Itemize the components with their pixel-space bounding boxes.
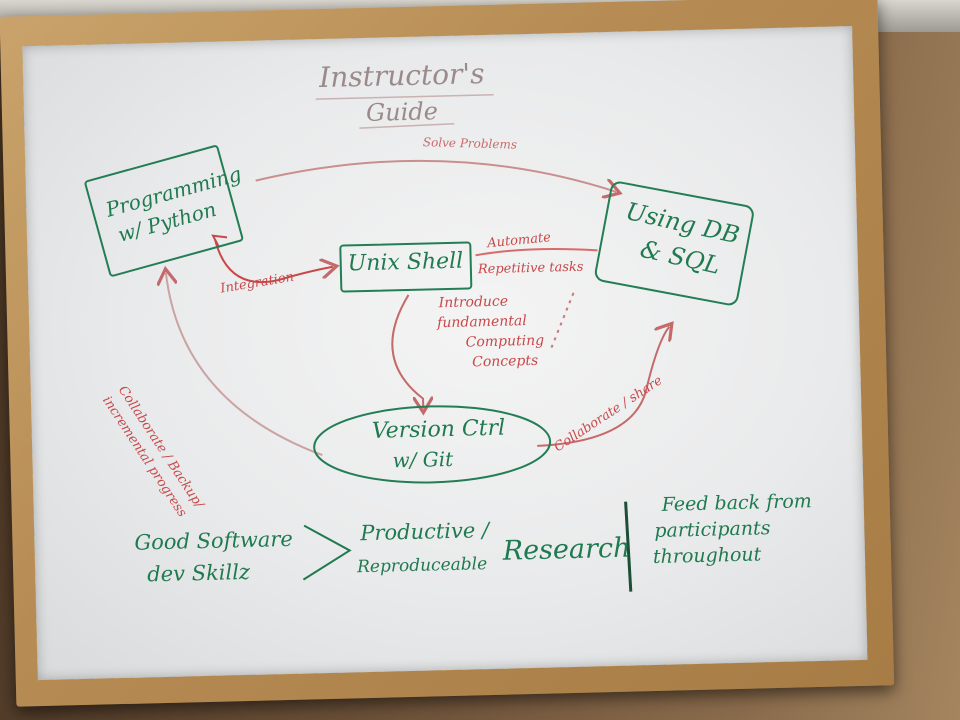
label-solve-problems: Solve Problems xyxy=(422,135,518,152)
whiteboard: Instructor's Guide Programming w/ Python… xyxy=(22,26,868,681)
label-introduce-1: Introduce xyxy=(438,293,509,312)
label-introduce-4: Concepts xyxy=(471,352,539,371)
arrow-git-python xyxy=(166,269,323,457)
arrow-solve-problems xyxy=(255,159,616,201)
git-line-1: Version Ctrl xyxy=(371,415,506,444)
footer-research: Research xyxy=(502,532,631,567)
footer-feedback-1: Feed back from xyxy=(661,490,813,516)
footer-chevron xyxy=(302,524,352,581)
label-introduce-2: fundamental xyxy=(437,313,527,332)
title-line-2: Guide xyxy=(365,97,439,127)
arrowhead-python xyxy=(211,234,228,249)
git-line-2: w/ Git xyxy=(392,446,454,473)
git-node-ellipse xyxy=(313,405,552,484)
footer-productive-1: Productive / xyxy=(360,518,490,546)
footer-feedback-3: throughout xyxy=(652,543,762,569)
footer-separator xyxy=(624,501,633,592)
footer-feedback-2: participants xyxy=(654,517,771,543)
dotted-link xyxy=(548,292,575,352)
arrow-automate xyxy=(475,247,598,257)
whiteboard-frame: Instructor's Guide Programming w/ Python… xyxy=(0,0,895,707)
arrow-git-db xyxy=(537,327,672,447)
footer-skills-1: Good Software xyxy=(134,526,294,555)
label-introduce-3: Computing xyxy=(465,332,545,351)
arrow-shell-git xyxy=(391,294,423,410)
shell-label: Unix Shell xyxy=(347,248,464,277)
title-underline-1 xyxy=(315,94,494,100)
footer-productive-2: Reproduceable xyxy=(356,554,488,578)
label-repetitive-tasks: Repetitive tasks xyxy=(477,259,584,278)
title-underline-2 xyxy=(359,123,455,129)
arrows-layer xyxy=(22,94,867,592)
title-line-1: Instructor's xyxy=(318,57,485,95)
footer-skills-2: dev Skillz xyxy=(146,559,251,587)
arrow-integration xyxy=(214,239,333,284)
